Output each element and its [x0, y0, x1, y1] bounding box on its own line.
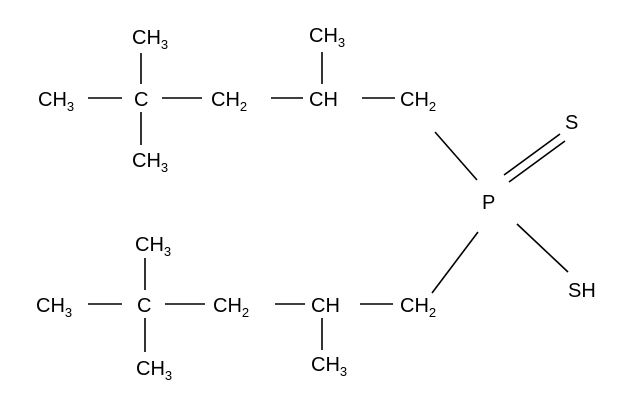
upper-ch3-top-label: CH3: [132, 27, 168, 52]
upper-quaternary-carbon-label: C: [134, 89, 148, 111]
lower-ch2-terminal-label: CH2: [400, 295, 436, 320]
lower-chain-labels: CH3 CH3 C CH3 CH2 CH CH3 CH2: [36, 234, 436, 383]
phosphorus-labels: P S SH: [482, 112, 596, 302]
upper-ch-label: CH: [309, 89, 338, 111]
upper-ch3-left-label: CH3: [38, 89, 74, 114]
bond-u-ch2-p: [434, 131, 478, 181]
phosphorus-bonds: [503, 133, 569, 273]
thiol-sh-label: SH: [568, 280, 596, 302]
lower-chain-bonds: [88, 231, 479, 352]
lower-ch3-left-label: CH3: [36, 295, 72, 320]
lower-ch-label: CH: [311, 295, 340, 317]
lower-quaternary-carbon-label: C: [137, 295, 151, 317]
upper-chain-labels: CH3 CH3 C CH3 CH2 CH3 CH CH2: [38, 25, 436, 175]
upper-ch2-terminal-label: CH2: [400, 89, 436, 114]
upper-ch2-label: CH2: [211, 89, 247, 114]
bond-p-s-double-a: [503, 133, 561, 176]
bond-p-s-double-b: [508, 140, 566, 183]
upper-chain-bonds: [88, 52, 478, 181]
thione-sulfur-label: S: [565, 112, 578, 134]
bond-p-sh: [516, 223, 569, 273]
upper-ch3-bottom-label: CH3: [132, 150, 168, 175]
phosphorus-label: P: [482, 192, 495, 214]
lower-ch2-label: CH2: [213, 295, 249, 320]
lower-ch3-bottom-label: CH3: [136, 358, 172, 383]
bond-l-ch2-p: [431, 231, 479, 294]
upper-ch3-methyl-label: CH3: [309, 25, 345, 50]
lower-ch3-top-label: CH3: [135, 234, 171, 259]
lower-ch3-methyl-label: CH3: [311, 354, 347, 379]
